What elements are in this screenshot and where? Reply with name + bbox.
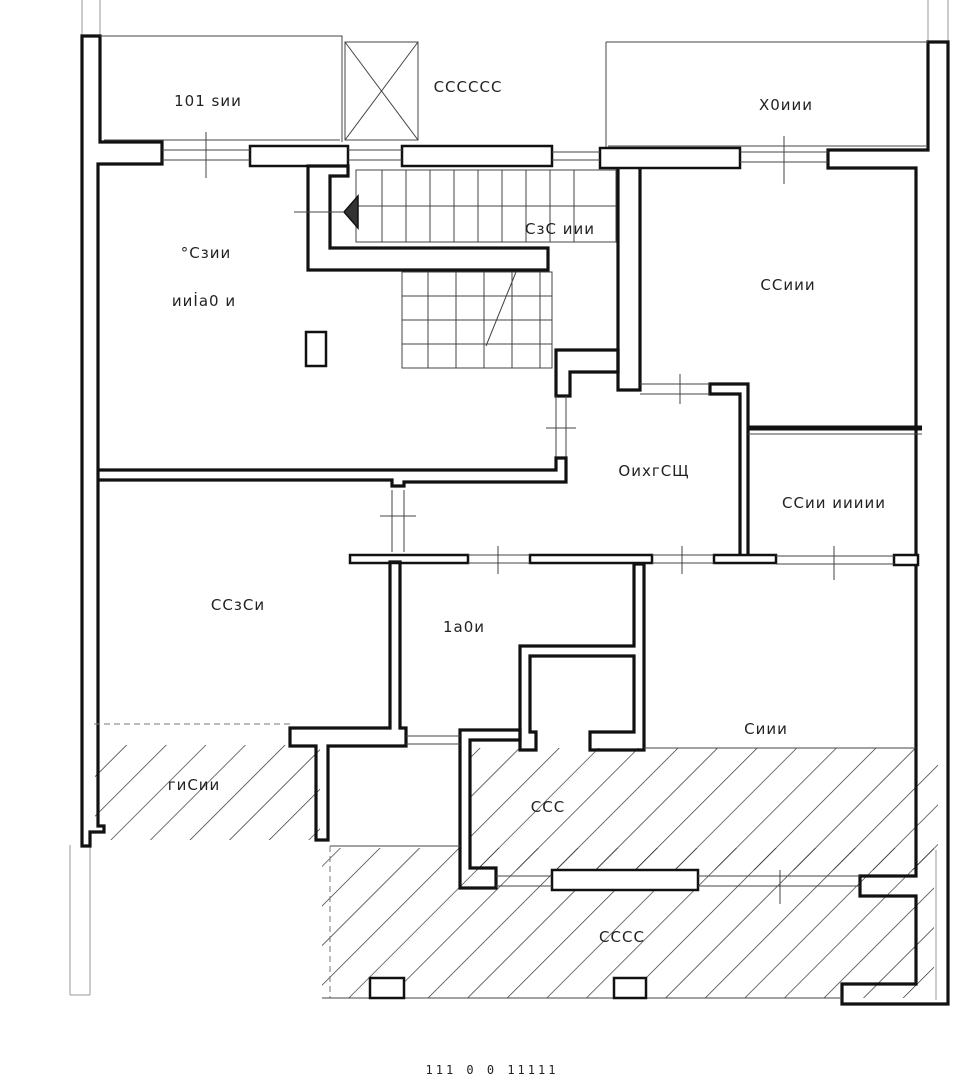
- scale-caption: 111 0 0 11111: [426, 1063, 559, 1077]
- middle-walls: [98, 456, 920, 580]
- room-labels: 101 ѕии СССССС Х0иии °Сзии ииİа0 и СзС и…: [168, 78, 886, 946]
- label-hall: ОихгСЩ: [618, 462, 689, 480]
- label-top-left-room: 101 ѕии: [174, 92, 242, 110]
- exterior-walls: [80, 34, 950, 1006]
- label-bottom-terrace: СССС: [599, 928, 645, 946]
- label-lower-right-room: Сиии: [744, 720, 788, 738]
- label-left-bedroom: ССзСи: [211, 596, 265, 614]
- label-top-right-room: Х0иии: [759, 96, 813, 114]
- terrace-hatching: [95, 745, 938, 998]
- label-living-room-sub: ииİа0 и: [172, 291, 236, 310]
- label-left-terrace: гиСии: [168, 776, 221, 794]
- staircase: [294, 164, 617, 369]
- label-shaft: СССССС: [434, 78, 503, 96]
- top-interior-walls: [162, 132, 828, 184]
- stair-arrow-icon: [343, 194, 359, 230]
- shaft: [344, 41, 419, 141]
- label-right-bedroom: ССиии: [760, 276, 815, 294]
- label-stair: СзС иии: [525, 220, 595, 238]
- label-living-room: °Сзии: [181, 244, 231, 262]
- label-center-terrace: ССС: [531, 798, 565, 816]
- label-bath: 1а0и: [443, 618, 485, 636]
- label-right-small-room: ССии иииии: [782, 494, 886, 512]
- reference-lines: [69, 0, 949, 1000]
- lower-walls: [94, 330, 916, 1000]
